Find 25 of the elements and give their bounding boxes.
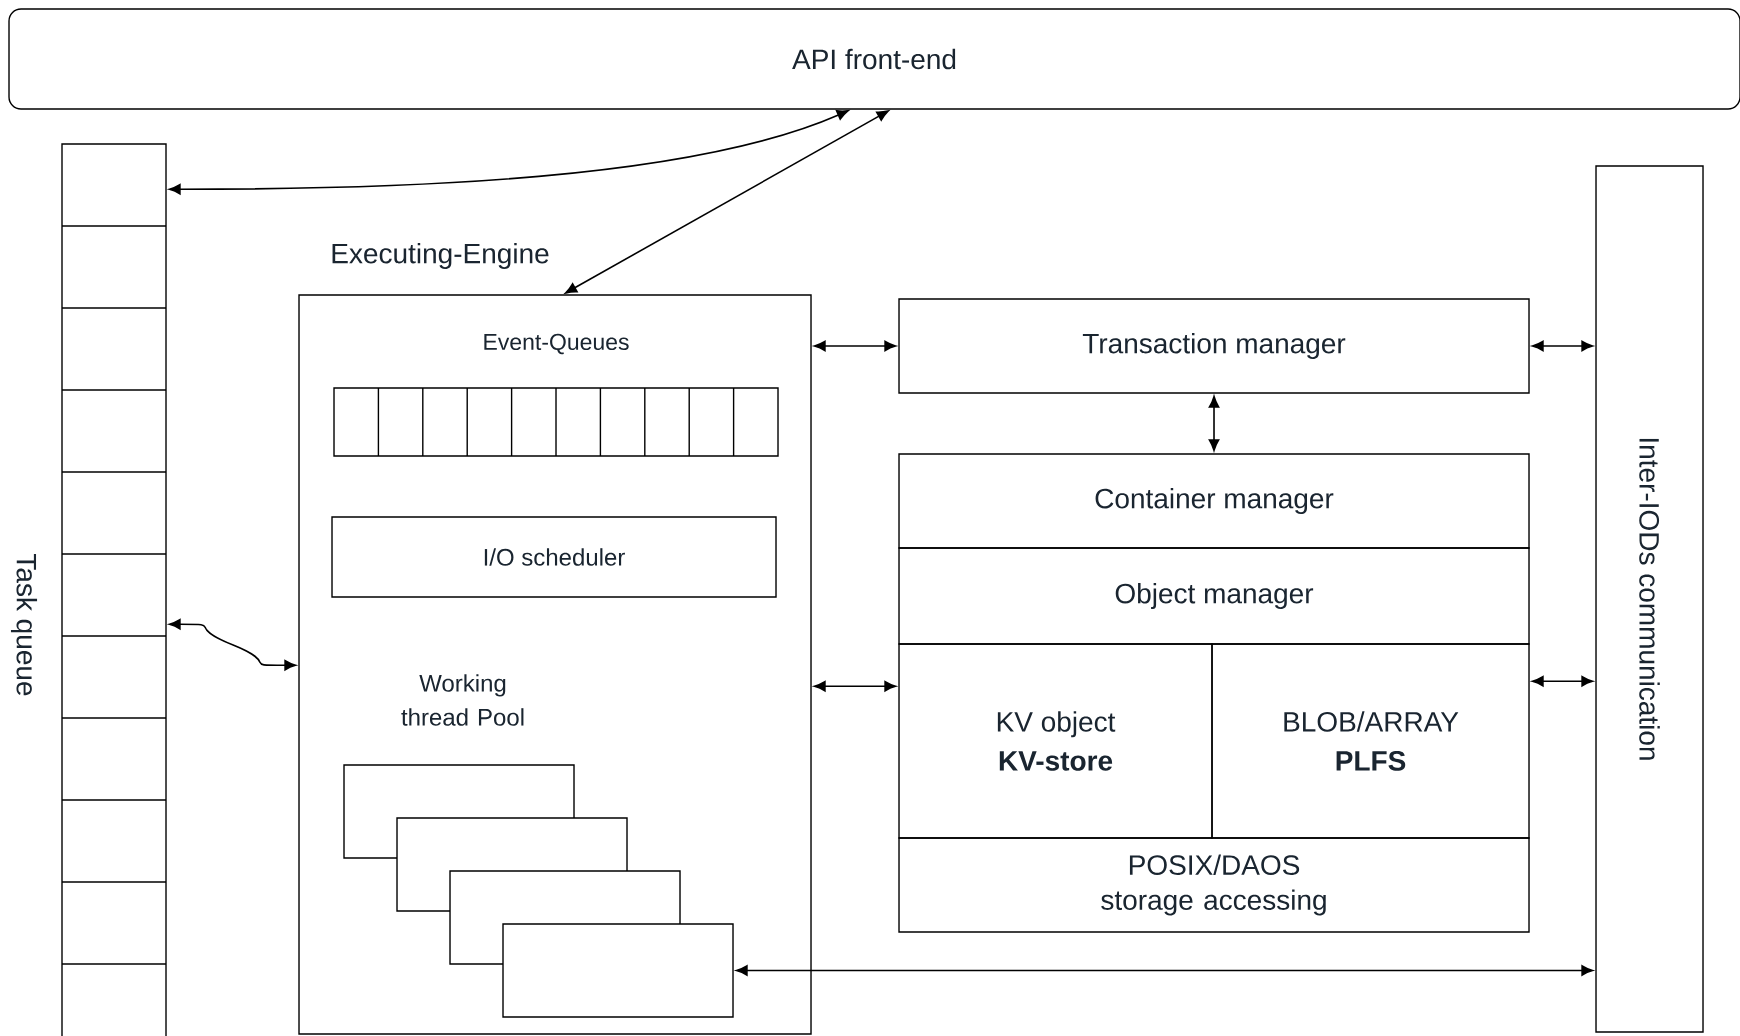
arrow	[813, 340, 897, 352]
node-label: Task queue	[10, 554, 38, 696]
arrow	[1531, 340, 1594, 352]
arrow	[735, 965, 1594, 976]
thread-box	[502, 923, 734, 1018]
storage-box: KV object KV-store	[898, 643, 1213, 839]
storage-box: POSIX/DAOS storage accessing	[898, 837, 1530, 933]
manager-box: Transaction manager	[898, 298, 1530, 394]
arrow	[1208, 395, 1220, 452]
manager-box: Object manager	[898, 547, 1530, 645]
arrow	[1531, 675, 1594, 687]
arrow	[168, 618, 297, 671]
arrow	[565, 110, 889, 294]
storage-box: BLOB/ARRAY PLFS	[1211, 643, 1530, 839]
node-label: Executing-Engine	[332, 242, 549, 270]
node-label: Event-Queues	[484, 333, 629, 355]
manager-box: Container manager	[898, 453, 1530, 549]
scheduler-box: I/O scheduler	[331, 516, 777, 598]
front-end-box: API front-end	[8, 8, 1740, 110]
arrow	[813, 681, 897, 692]
communication-column: Inter-IODs communication	[1595, 165, 1704, 1033]
task-queue-column: Task queue	[10, 143, 167, 1036]
label-text: Working thread Pool	[401, 674, 524, 726]
arrow	[168, 110, 849, 195]
event-queue-strip: Event-Queues	[333, 333, 779, 457]
